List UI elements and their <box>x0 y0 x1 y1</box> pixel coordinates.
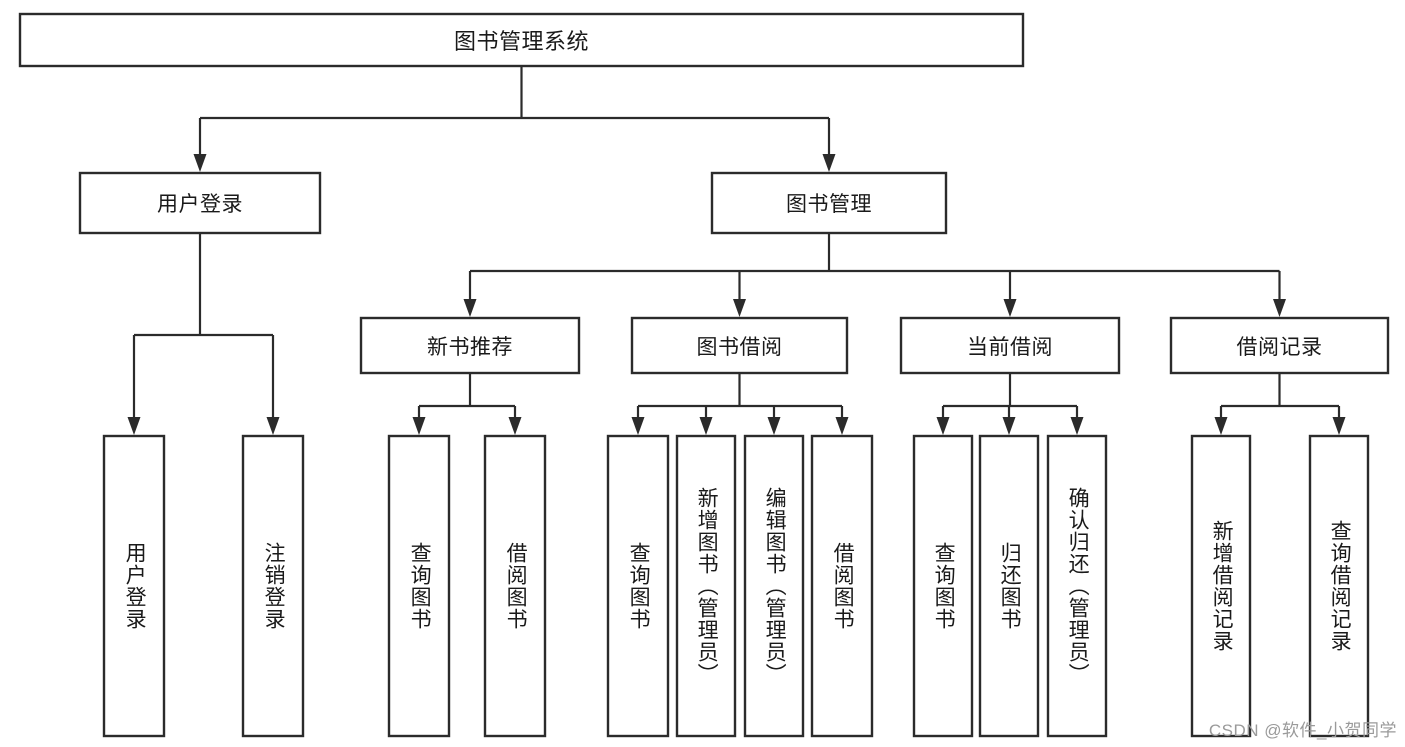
connector-conn-book-manage-to-level3 <box>463 233 1286 317</box>
arrow-head-icon <box>767 417 781 435</box>
node-box-leaf-query-book-2[interactable] <box>606 434 670 738</box>
arrow-head-icon <box>1002 417 1016 435</box>
node-box-leaf-add-record[interactable] <box>1190 434 1252 738</box>
node-box-leaf-edit-book[interactable] <box>743 434 805 738</box>
node-box-current-borrow[interactable] <box>899 316 1121 375</box>
arrow-head-icon <box>508 417 522 435</box>
arrow-head-icon <box>266 417 280 435</box>
node-box-leaf-query-record[interactable] <box>1308 434 1370 738</box>
connector-conn-record-to-leaves <box>1214 373 1346 435</box>
arrow-head-icon <box>193 154 207 172</box>
node-box-leaf-logout[interactable] <box>241 434 305 738</box>
connector-conn-recommend-to-leaves <box>412 373 522 435</box>
arrow-head-icon <box>1214 417 1228 435</box>
node-box-leaf-add-book[interactable] <box>675 434 737 738</box>
arrow-head-icon <box>1003 299 1017 317</box>
arrow-head-icon <box>936 417 950 435</box>
arrow-head-icon <box>463 299 477 317</box>
node-box-book-manage[interactable] <box>710 171 948 235</box>
node-box-root[interactable] <box>18 12 1025 68</box>
arrow-head-icon <box>733 299 746 317</box>
arrow-head-icon <box>822 154 836 172</box>
node-box-borrow-record[interactable] <box>1169 316 1390 375</box>
node-box-user-login[interactable] <box>78 171 322 235</box>
arrow-head-icon <box>631 417 645 435</box>
node-box-new-book-recommend[interactable] <box>359 316 581 375</box>
arrow-head-icon <box>1070 417 1084 435</box>
connector-conn-user-login-to-leaves <box>127 233 280 435</box>
node-box-leaf-borrow-book-2[interactable] <box>810 434 874 738</box>
arrow-head-icon <box>1273 299 1286 317</box>
node-box-leaf-confirm-return[interactable] <box>1046 434 1108 738</box>
connector-conn-borrow-to-leaves <box>631 373 849 435</box>
arrow-head-icon <box>835 417 849 435</box>
connector-conn-root-to-level2 <box>193 66 836 172</box>
arrow-head-icon <box>127 417 141 435</box>
arrow-head-icon <box>412 417 426 435</box>
arrow-head-icon <box>699 417 713 435</box>
node-box-leaf-user-login[interactable] <box>102 434 166 738</box>
arrow-head-icon <box>1332 417 1346 435</box>
node-box-leaf-query-book-1[interactable] <box>387 434 451 738</box>
connector-conn-current-to-leaves <box>936 373 1084 435</box>
node-box-leaf-borrow-book-1[interactable] <box>483 434 547 738</box>
node-box-leaf-query-book-3[interactable] <box>912 434 974 738</box>
node-box-book-borrow[interactable] <box>630 316 849 375</box>
node-box-leaf-return-book[interactable] <box>978 434 1040 738</box>
watermark-text: CSDN @软件_小贺同学 <box>1208 721 1397 740</box>
